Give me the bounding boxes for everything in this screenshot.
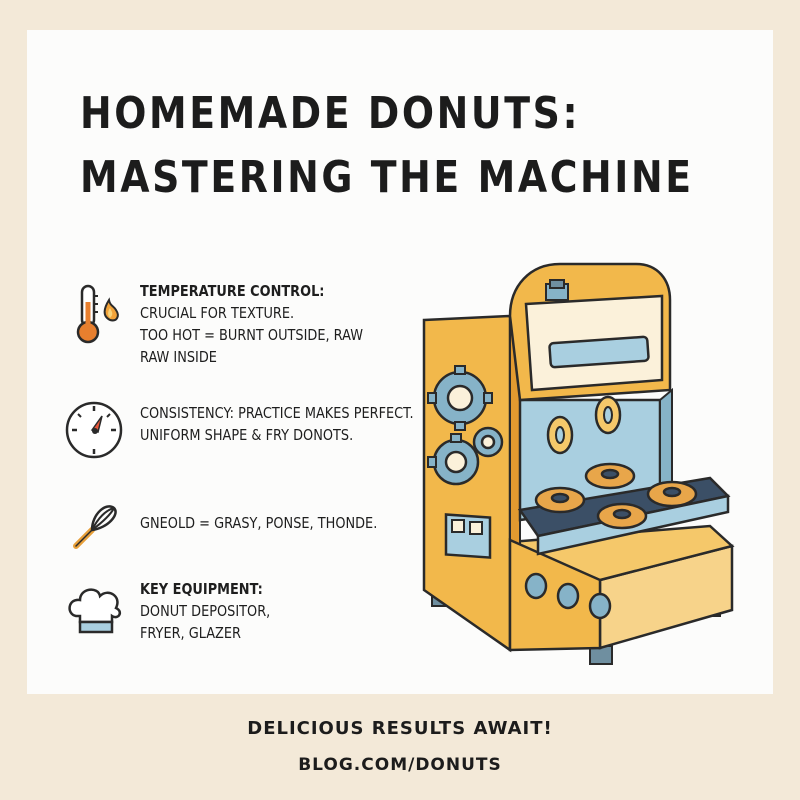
footer-url[interactable]: BLOG.COM/DONUTS [298,755,502,775]
tip-line: CONSISTENCY: PRACTICE MAKES PERFECT. [140,404,414,422]
tip-line: UNIFORM SHAPE & FRY DONOTS. [140,426,354,444]
tip-text: GNEOLD = GRASY, PONSE, THONDE. [140,512,389,534]
tip-line: GNEOLD = GRASY, PONSE, THONDE. [140,514,378,532]
tip-heading: KEY EQUIPMENT: [140,580,263,598]
thermometer-flame-icon [62,280,130,348]
tip-line: RAW INSIDE [140,348,217,366]
title-line-2: MASTERING THE MACHINE [80,152,694,203]
tip-line: DONUT DEPOSITOR, [140,602,271,620]
whisk-icon [62,492,130,560]
tip-temperature-control: TEMPERATURE CONTROL: CRUCIAL FOR TEXTURE… [62,280,422,370]
tip-heading: TEMPERATURE CONTROL: [140,282,325,300]
tip-consistency: CONSISTENCY: PRACTICE MAKES PERFECT. UNI… [62,396,422,486]
page-title: HOMEMADE DONUTS: MASTERING THE MACHINE [80,82,694,210]
tip-line: TOO HOT = BURNT OUTSIDE, RAW [140,326,363,344]
tip-line: CRUCIAL FOR TEXTURE. [140,304,295,322]
tip-line: FRYER, GLAZER [140,624,242,642]
donut-machine-illustration [410,250,750,680]
gauge-icon [62,396,130,464]
tip-whisk: GNEOLD = GRASY, PONSE, THONDE. [62,492,422,582]
chef-hat-icon [62,578,130,646]
tip-text: CONSISTENCY: PRACTICE MAKES PERFECT. UNI… [140,402,414,446]
tip-text: KEY EQUIPMENT: DONUT DEPOSITOR, FRYER, G… [140,578,389,644]
title-line-1: HOMEMADE DONUTS: [80,88,581,139]
tip-text: TEMPERATURE CONTROL: CRUCIAL FOR TEXTURE… [140,280,389,368]
footer-tagline: DELICIOUS RESULTS AWAIT! [247,718,553,739]
tip-key-equipment: KEY EQUIPMENT: DONUT DEPOSITOR, FRYER, G… [62,578,422,668]
